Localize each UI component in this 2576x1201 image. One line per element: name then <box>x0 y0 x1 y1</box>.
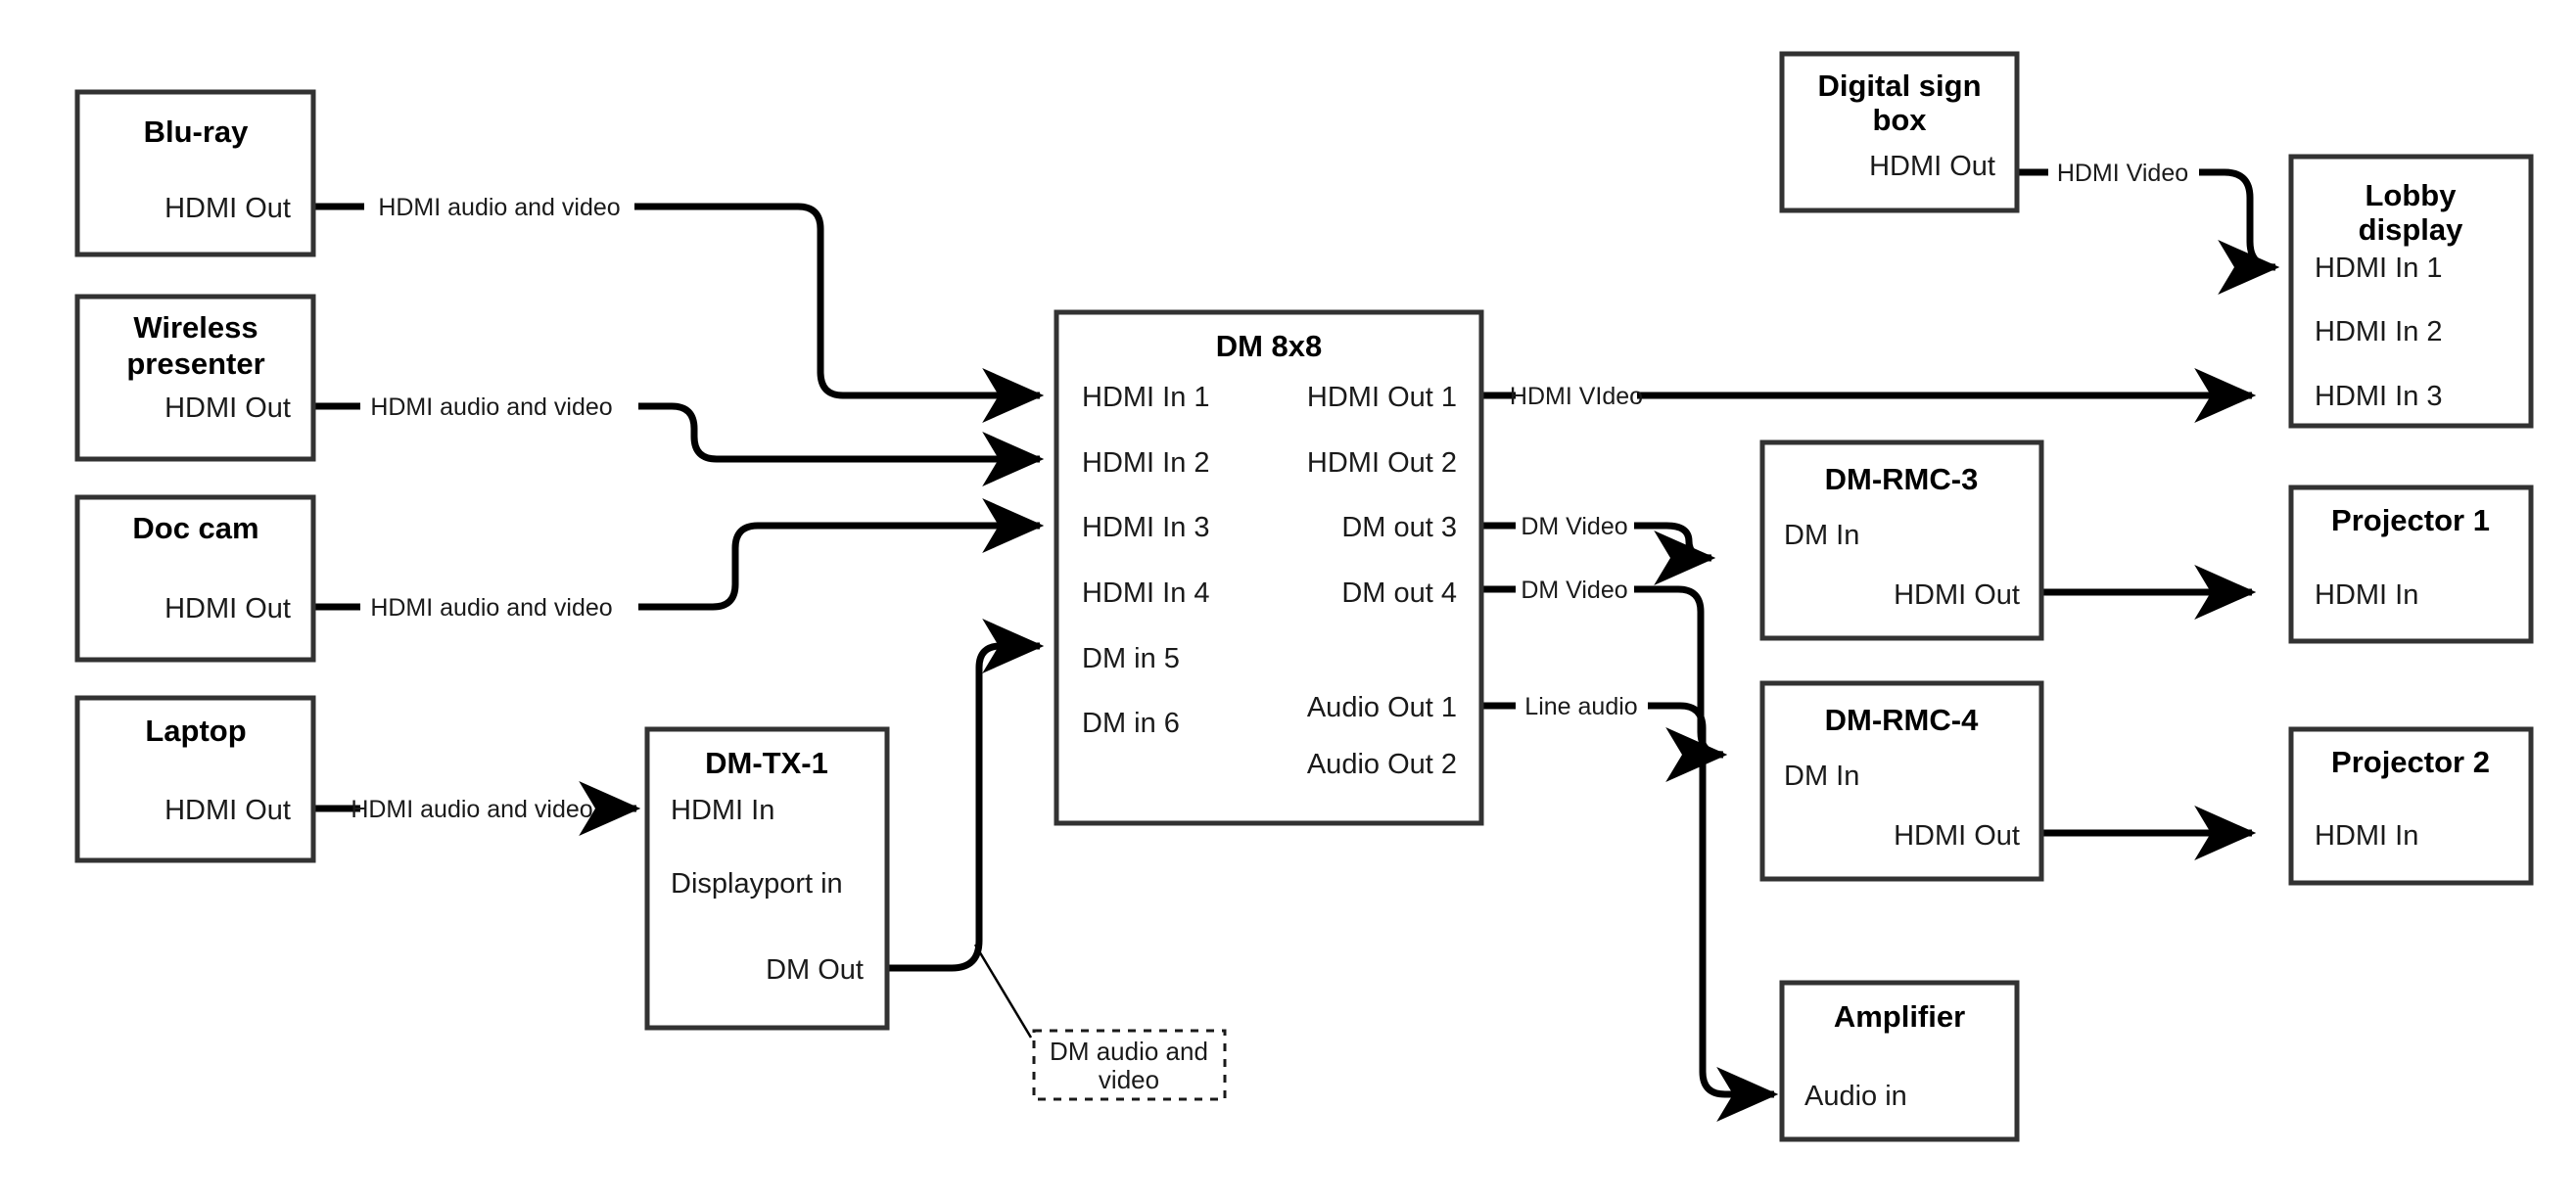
node-digsign-port-hdmi-out: HDMI Out <box>1869 151 1995 182</box>
node-doc-cam[interactable]: Doc cam HDMI Out <box>74 494 316 663</box>
edge-label-doccam: HDMI audio and video <box>370 594 612 622</box>
node-projector2-title: Projector 2 <box>2331 745 2490 779</box>
node-dmrmc4-box[interactable] <box>1759 680 2044 882</box>
edge-label-digsign: HDMI Video <box>2057 160 2188 187</box>
node-bluray-title: Blu-ray <box>144 115 250 149</box>
node-laptop-title: Laptop <box>145 714 246 748</box>
node-lobby-title-line2: display <box>2359 212 2464 247</box>
edge-label-laptop: HDMI audio and video <box>351 796 592 823</box>
edge-dm8x8-audioout1-to-amplifier: Line audio <box>1481 693 1779 1122</box>
node-dmtx1-port-hdmi-in: HDMI In <box>671 795 774 826</box>
edge-dm8x8-dmout4-to-rmc4: DM Video <box>1481 577 1728 782</box>
node-dm8x8-input-hdmi-in-4: HDMI In 4 <box>1082 577 1210 609</box>
node-dm8x8-output-hdmi-out-1: HDMI Out 1 <box>1307 382 1457 413</box>
node-bluray-port-hdmi-out: HDMI Out <box>164 193 291 224</box>
node-amplifier-box[interactable] <box>1779 980 2020 1142</box>
edge-dm8x8-hdmiout1-to-lobby: HDMI VIdeo <box>1481 368 2257 423</box>
node-dm8x8-title: DM 8x8 <box>1216 329 1323 363</box>
node-dmtx1-title: DM-TX-1 <box>705 746 828 780</box>
node-dmrmc3-port-hdmi-out: HDMI Out <box>1894 579 2020 611</box>
node-dmrmc3-title: DM-RMC-3 <box>1825 462 1979 496</box>
node-bluray[interactable]: Blu-ray HDMI Out <box>74 89 316 257</box>
node-wireless-box[interactable] <box>74 294 316 462</box>
node-dm8x8-output-dm-out-3: DM out 3 <box>1341 512 1457 543</box>
node-dm8x8-output-hdmi-out-2: HDMI Out 2 <box>1307 447 1457 479</box>
node-amplifier-port-audio-in: Audio in <box>1804 1081 1907 1112</box>
node-amplifier[interactable]: Amplifier Audio in <box>1779 980 2020 1142</box>
node-amplifier-title: Amplifier <box>1834 999 1965 1034</box>
node-dm8x8-output-audio-out-2: Audio Out 2 <box>1307 749 1457 780</box>
node-projector-1[interactable]: Projector 1 HDMI In <box>2288 485 2534 644</box>
edge-label-hdmi-out1: HDMI VIdeo <box>1510 383 1643 410</box>
node-projector2-box[interactable] <box>2288 726 2534 886</box>
node-dm8x8-input-dm-in-6: DM in 6 <box>1082 708 1180 739</box>
node-projector1-port-hdmi-in: HDMI In <box>2315 579 2418 611</box>
node-doccam-box[interactable] <box>74 494 316 663</box>
node-projector2-port-hdmi-in: HDMI In <box>2315 820 2418 852</box>
node-dmtx1-port-dm-out: DM Out <box>766 954 864 986</box>
node-lobby-port-hdmi-in-3: HDMI In 3 <box>2315 381 2443 412</box>
node-dm-rmc-3[interactable]: DM-RMC-3 DM In HDMI Out <box>1759 439 2044 641</box>
node-digsign-title-line1: Digital sign <box>1817 69 1981 103</box>
node-lobby-port-hdmi-in-2: HDMI In 2 <box>2315 316 2443 347</box>
node-dm8x8-input-hdmi-in-3: HDMI In 3 <box>1082 512 1210 543</box>
node-dmtx1-port-displayport-in: Displayport in <box>671 868 843 900</box>
node-wireless-port-hdmi-out: HDMI Out <box>164 393 291 424</box>
edge-label-dm-out4: DM Video <box>1521 577 1627 604</box>
callout-leader <box>973 944 1033 1039</box>
edge-bluray-to-dm8x8: HDMI audio and video <box>313 194 1045 423</box>
node-projector1-box[interactable] <box>2288 485 2534 644</box>
node-dmtx1-box[interactable] <box>644 726 890 1031</box>
node-dmrmc4-port-hdmi-out: HDMI Out <box>1894 820 2020 852</box>
node-dm8x8-input-dm-in-5: DM in 5 <box>1082 643 1180 674</box>
node-digsign-box[interactable] <box>1779 51 2020 213</box>
edge-label-wireless: HDMI audio and video <box>370 393 612 421</box>
edge-doccam-to-dm8x8: HDMI audio and video <box>313 498 1045 622</box>
node-bluray-box[interactable] <box>74 89 316 257</box>
node-laptop-box[interactable] <box>74 695 316 863</box>
node-dmrmc3-box[interactable] <box>1759 439 2044 641</box>
node-dm-tx-1[interactable]: DM-TX-1 HDMI In Displayport in DM Out <box>644 726 890 1031</box>
node-dm8x8-input-hdmi-in-1: HDMI In 1 <box>1082 382 1210 413</box>
node-doccam-title: Doc cam <box>132 511 258 545</box>
node-projector-2[interactable]: Projector 2 HDMI In <box>2288 726 2534 886</box>
edge-label-dm-out3: DM Video <box>1521 513 1627 540</box>
callout-line1: DM audio and <box>1050 1037 1208 1066</box>
edge-label-audio-out1: Line audio <box>1524 693 1637 720</box>
callout-line2: video <box>1099 1065 1159 1094</box>
node-dm8x8-input-hdmi-in-2: HDMI In 2 <box>1082 447 1210 479</box>
node-digsign-title-line2: box <box>1872 103 1927 137</box>
node-doccam-port-hdmi-out: HDMI Out <box>164 593 291 624</box>
node-dm-rmc-4[interactable]: DM-RMC-4 DM In HDMI Out <box>1759 680 2044 882</box>
node-lobby-display[interactable]: Lobby display HDMI In 1 HDMI In 2 HDMI I… <box>2288 154 2534 429</box>
node-lobby-title-line1: Lobby <box>2365 178 2458 212</box>
node-wireless-title-line1: Wireless <box>133 310 258 345</box>
node-dmrmc4-title: DM-RMC-4 <box>1825 703 1979 737</box>
edge-laptop-to-dmtx1: HDMI audio and video <box>313 781 641 836</box>
node-wireless-title-line2: presenter <box>126 346 264 381</box>
callout-dm-audio-and-video: DM audio and video <box>1032 1029 1227 1101</box>
node-digital-sign-box[interactable]: Digital sign box HDMI Out <box>1779 51 2020 213</box>
node-laptop-port-hdmi-out: HDMI Out <box>164 795 291 826</box>
node-wireless-presenter[interactable]: Wireless presenter HDMI Out <box>74 294 316 462</box>
node-dmrmc4-port-dm-in: DM In <box>1784 761 1859 792</box>
node-dm-8x8[interactable]: DM 8x8 HDMI In 1 HDMI In 2 HDMI In 3 HDM… <box>1054 309 1484 826</box>
callout-box <box>1032 1029 1227 1101</box>
node-laptop[interactable]: Laptop HDMI Out <box>74 695 316 863</box>
edge-dmtx1-to-dm8x8 <box>887 619 1045 972</box>
node-dmrmc3-port-dm-in: DM In <box>1784 520 1859 551</box>
node-dm8x8-output-dm-out-4: DM out 4 <box>1341 577 1457 609</box>
node-projector1-title: Projector 1 <box>2331 503 2490 537</box>
edge-label-bluray: HDMI audio and video <box>378 194 620 221</box>
edge-digsign-to-lobby: HDMI Video <box>2017 160 2280 295</box>
node-dm8x8-box[interactable] <box>1054 309 1484 826</box>
edge-wireless-to-dm8x8: HDMI audio and video <box>313 393 1045 486</box>
node-lobby-port-hdmi-in-1: HDMI In 1 <box>2315 253 2443 284</box>
node-lobby-box[interactable] <box>2288 154 2534 429</box>
edge-dm8x8-dmout3-to-rmc3: DM Video <box>1481 513 1716 585</box>
node-dm8x8-output-audio-out-1: Audio Out 1 <box>1307 692 1457 723</box>
